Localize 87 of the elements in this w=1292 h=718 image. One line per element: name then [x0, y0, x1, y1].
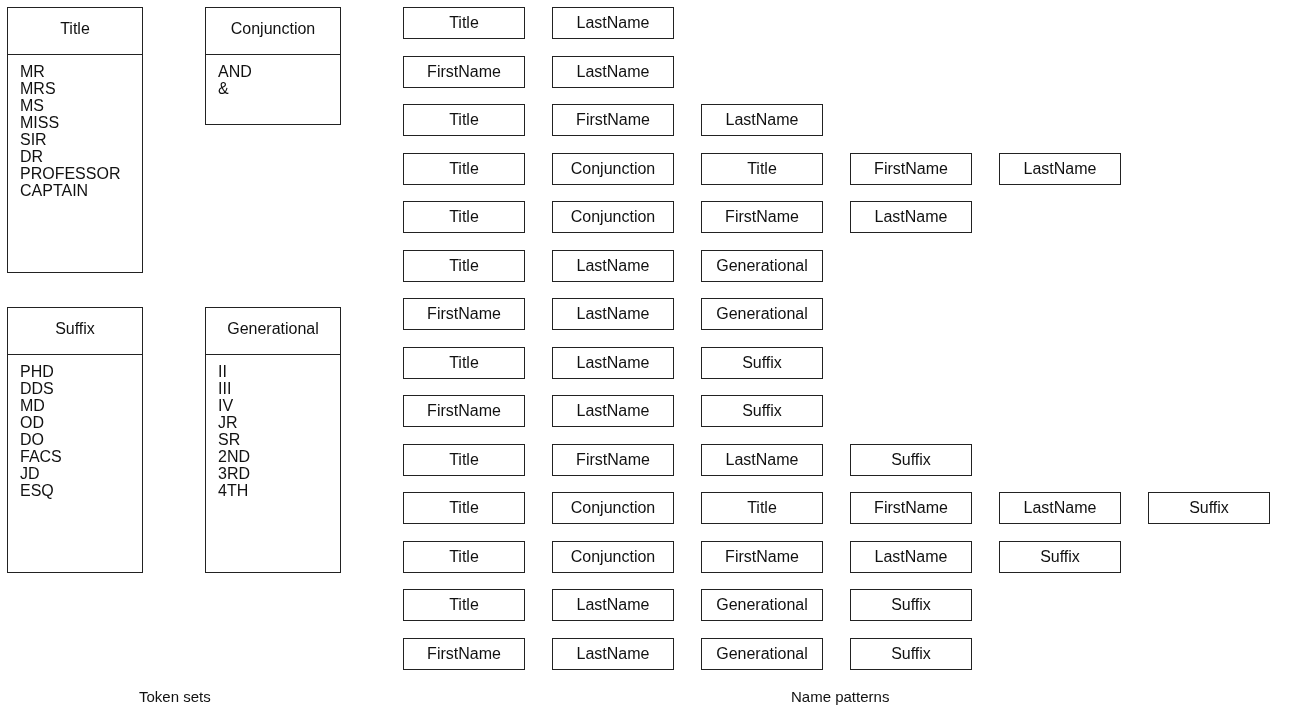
pattern-box: FirstName: [701, 541, 823, 573]
pattern-box: Title: [403, 7, 525, 39]
list-item: DR: [20, 148, 44, 165]
token-set-box: [7, 7, 143, 273]
pattern-box: Title: [403, 153, 525, 185]
list-item: &: [218, 80, 229, 97]
pattern-box: LastName: [552, 250, 674, 282]
list-item: SIR: [20, 131, 47, 148]
list-item: II: [218, 363, 227, 380]
pattern-box: Suffix: [850, 589, 972, 621]
list-item: MRS: [20, 80, 56, 97]
pattern-box: LastName: [999, 153, 1121, 185]
caption-text: Token sets: [139, 688, 211, 705]
pattern-box: Suffix: [999, 541, 1121, 573]
pattern-box: Suffix: [701, 347, 823, 379]
pattern-box: FirstName: [403, 56, 525, 88]
pattern-box: Title: [403, 201, 525, 233]
list-item: 4TH: [218, 482, 249, 499]
pattern-box: FirstName: [552, 444, 674, 476]
list-item: 3RD: [218, 465, 250, 482]
list-item: IV: [218, 397, 234, 414]
box-heading: Generational: [226, 320, 320, 338]
list-item: MD: [20, 397, 45, 414]
pattern-box: Suffix: [1148, 492, 1270, 524]
list-item: AND: [218, 63, 252, 80]
token-set-box: [205, 7, 341, 125]
pattern-box: FirstName: [701, 201, 823, 233]
pattern-box: Suffix: [701, 395, 823, 427]
pattern-box: Title: [701, 492, 823, 524]
pattern-box: FirstName: [403, 638, 525, 670]
pattern-box: LastName: [850, 201, 972, 233]
list-item: MR: [20, 63, 45, 80]
list-item: FACS: [20, 448, 62, 465]
pattern-box: LastName: [701, 444, 823, 476]
pattern-box: LastName: [999, 492, 1121, 524]
pattern-box: FirstName: [850, 492, 972, 524]
pattern-box: Title: [403, 347, 525, 379]
pattern-box: Conjunction: [552, 153, 674, 185]
list-item: PROFESSOR: [20, 165, 121, 182]
token-set-box: [7, 307, 143, 573]
pattern-box: Generational: [701, 250, 823, 282]
pattern-box: LastName: [701, 104, 823, 136]
list-item: SR: [218, 431, 241, 448]
pattern-box: Title: [701, 153, 823, 185]
pattern-box: LastName: [552, 347, 674, 379]
pattern-box: LastName: [552, 7, 674, 39]
list-item: 2ND: [218, 448, 250, 465]
pattern-box: Suffix: [850, 638, 972, 670]
pattern-box: LastName: [552, 298, 674, 330]
list-item: PHD: [20, 363, 54, 380]
pattern-box: Conjunction: [552, 201, 674, 233]
pattern-box: LastName: [552, 395, 674, 427]
list-item: MS: [20, 97, 44, 114]
pattern-box: Generational: [701, 298, 823, 330]
list-item: III: [218, 380, 232, 397]
pattern-box: Conjunction: [552, 541, 674, 573]
pattern-box: Generational: [701, 589, 823, 621]
box-heading: Conjunction: [229, 20, 317, 38]
pattern-box: Suffix: [850, 444, 972, 476]
pattern-box: LastName: [552, 589, 674, 621]
list-item: MISS: [20, 114, 60, 131]
token-set-box: [205, 307, 341, 573]
list-item: CAPTAIN: [20, 182, 89, 199]
pattern-box: Title: [403, 444, 525, 476]
pattern-box: Title: [403, 104, 525, 136]
list-item: ESQ: [20, 482, 54, 499]
list-item: OD: [20, 414, 44, 431]
pattern-box: Title: [403, 250, 525, 282]
pattern-box: Title: [403, 589, 525, 621]
box-heading: Suffix: [54, 320, 96, 338]
list-item: DO: [20, 431, 44, 448]
pattern-box: Title: [403, 541, 525, 573]
list-item: DDS: [20, 380, 54, 397]
pattern-box: FirstName: [403, 395, 525, 427]
caption-text: Name patterns: [791, 688, 890, 705]
pattern-box: Conjunction: [552, 492, 674, 524]
pattern-box: Generational: [701, 638, 823, 670]
box-heading: Title: [59, 20, 91, 38]
pattern-box: Title: [403, 492, 525, 524]
pattern-box: LastName: [552, 56, 674, 88]
list-item: JD: [20, 465, 40, 482]
pattern-box: LastName: [552, 638, 674, 670]
list-item: JR: [218, 414, 238, 431]
pattern-box: FirstName: [552, 104, 674, 136]
pattern-box: LastName: [850, 541, 972, 573]
pattern-box: FirstName: [403, 298, 525, 330]
pattern-box: FirstName: [850, 153, 972, 185]
